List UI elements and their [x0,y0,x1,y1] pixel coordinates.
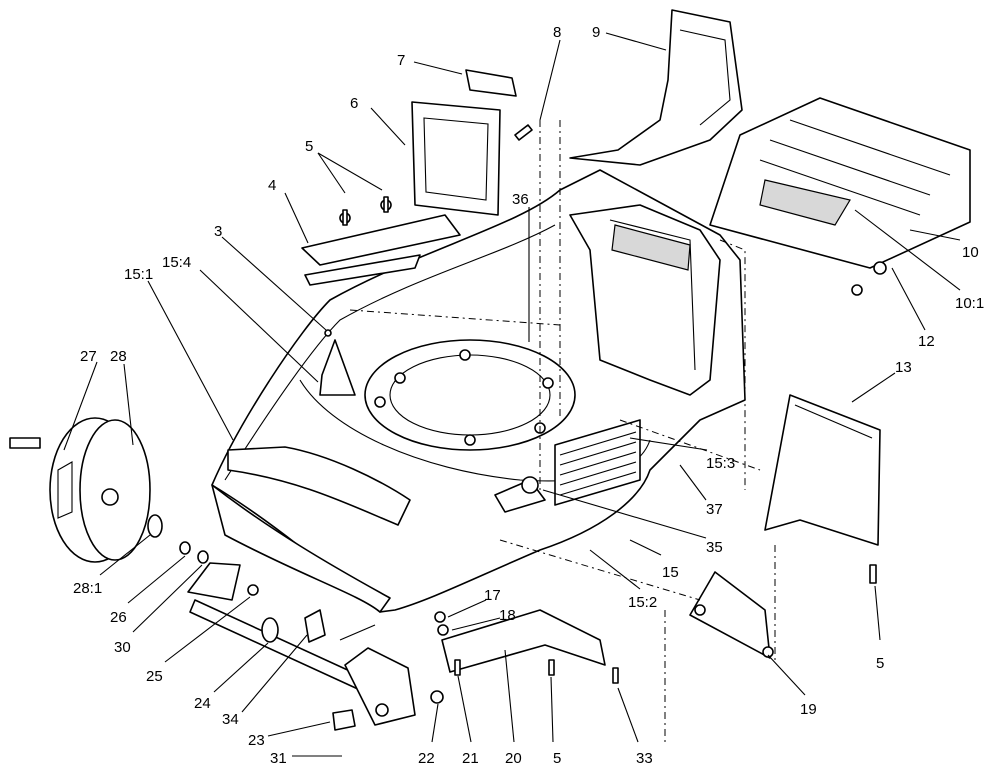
callout-13: 13 [895,359,912,376]
callout-35: 35 [706,539,723,556]
chute-parts [411,69,533,216]
callout-23: 23 [248,732,265,749]
cover-10 [709,97,971,296]
callout-5-right: 5 [876,655,884,672]
callout-37: 37 [706,501,723,518]
front-axle [187,562,444,731]
wheel [9,417,209,564]
callout-19: 19 [800,701,817,718]
deflector-9 [569,9,743,166]
alignment-lines [349,120,776,745]
callout-15-4: 15:4 [162,254,191,271]
callout-24: 24 [194,695,211,712]
leader-lines [63,32,961,757]
callout-4: 4 [268,177,276,194]
rear-arm [434,609,619,684]
callout-5-top: 5 [305,138,313,155]
callout-12: 12 [918,333,935,350]
callout-15: 15 [662,564,679,581]
callout-9: 9 [592,24,600,41]
callout-30: 30 [114,639,131,656]
shield-13 [764,394,881,584]
callout-28-1: 28:1 [73,580,102,597]
callout-6: 6 [350,95,358,112]
callout-25: 25 [146,668,163,685]
callout-36: 36 [512,191,529,208]
callout-34: 34 [222,711,239,728]
callout-20: 20 [505,750,522,767]
callout-3: 3 [214,223,222,240]
callout-31: 31 [270,750,287,767]
callout-5-bottom: 5 [553,750,561,767]
callout-7: 7 [397,52,405,69]
callout-18: 18 [499,607,516,624]
front-bracket-parts [301,196,461,396]
callout-labels: 3 4 5 6 7 8 9 36 15:4 15:1 28 27 10 10:1… [73,24,984,767]
callout-15-2: 15:2 [628,594,657,611]
callout-27: 27 [80,348,97,365]
callout-8: 8 [553,24,561,41]
deck-housing [211,169,746,613]
grille [554,419,641,506]
callout-22: 22 [418,750,435,767]
callout-10-1: 10:1 [955,295,984,312]
callout-10: 10 [962,244,979,261]
callout-17: 17 [484,587,501,604]
callout-28: 28 [110,348,127,365]
callout-26: 26 [110,609,127,626]
bracket-19 [689,571,774,659]
callout-21: 21 [462,750,479,767]
callout-15-1: 15:1 [124,266,153,283]
callout-33: 33 [636,750,653,767]
callout-15-3: 15:3 [706,455,735,472]
